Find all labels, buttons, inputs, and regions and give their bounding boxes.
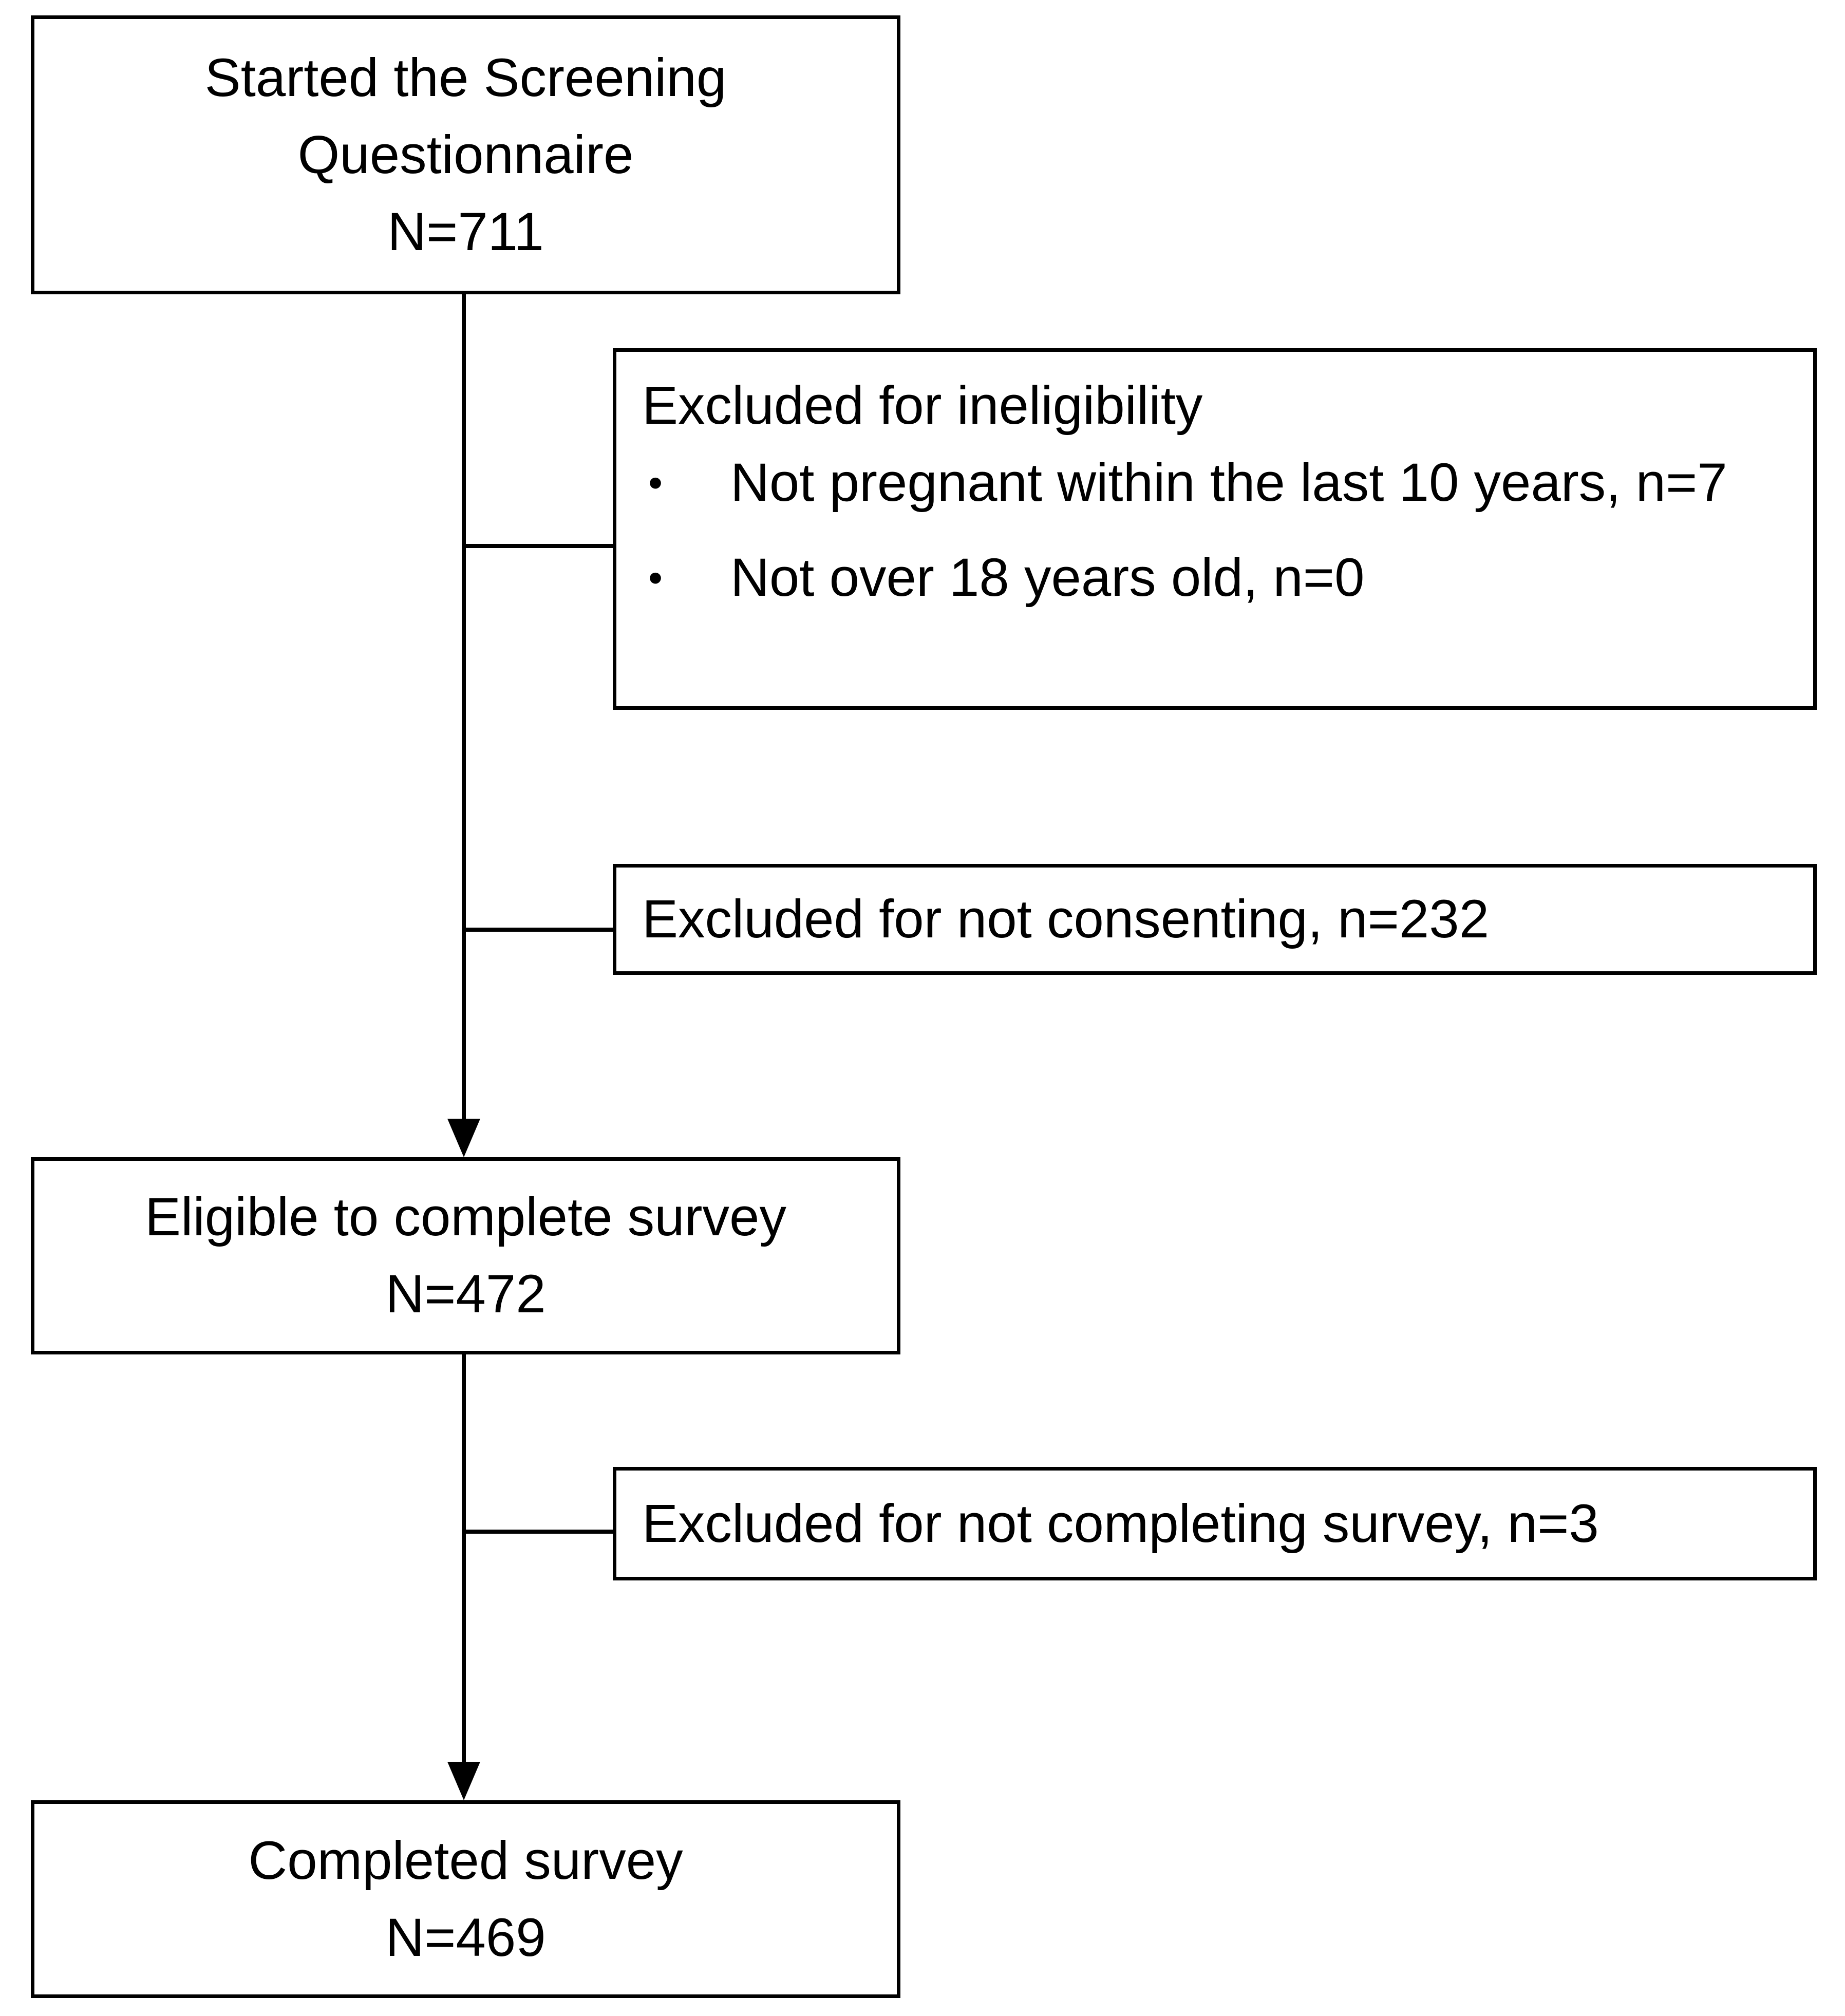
excluded-not-completing-text: Excluded for not completing survey, n=3 bbox=[642, 1493, 1599, 1554]
box-completed: Completed survey N=469 bbox=[31, 1800, 900, 1998]
box-excluded-not-completing: Excluded for not completing survey, n=3 bbox=[613, 1467, 1817, 1580]
box-started-line-2: Questionnaire bbox=[297, 124, 634, 185]
excluded-ineligibility-title: Excluded for ineligibility bbox=[642, 375, 1203, 436]
ineligibility-bullet-1: Not pregnant within the last 10 years, n… bbox=[730, 453, 1727, 513]
box-eligible-line-1: Eligible to complete survey bbox=[145, 1187, 786, 1247]
connector-branch-not-completing bbox=[464, 1530, 613, 1534]
bullet-icon: • bbox=[648, 460, 663, 505]
ineligibility-bullet-row-2: • Not over 18 years old, n=0 bbox=[642, 539, 1813, 616]
box-eligible: Eligible to complete survey N=472 bbox=[31, 1157, 900, 1354]
connector-branch-not-consenting bbox=[464, 928, 613, 932]
box-excluded-not-consenting: Excluded for not consenting, n=232 bbox=[613, 864, 1817, 975]
arrow-down-icon bbox=[447, 1119, 480, 1157]
ineligibility-bullet-row-1: • Not pregnant within the last 10 years,… bbox=[642, 444, 1813, 521]
box-excluded-ineligibility: Excluded for ineligibility • Not pregnan… bbox=[613, 348, 1817, 710]
box-started-line-1: Started the Screening bbox=[204, 47, 727, 108]
arrow-down-icon bbox=[447, 1762, 480, 1800]
box-started-screening: Started the Screening Questionnaire N=71… bbox=[31, 15, 900, 294]
connector-vertical-top bbox=[462, 294, 466, 1119]
connector-vertical-bottom bbox=[462, 1354, 466, 1762]
box-completed-count: N=469 bbox=[385, 1907, 546, 1968]
box-started-count: N=711 bbox=[387, 201, 544, 262]
ineligibility-bullet-2: Not over 18 years old, n=0 bbox=[730, 548, 1365, 608]
bullet-icon: • bbox=[648, 555, 663, 600]
box-eligible-count: N=472 bbox=[385, 1264, 546, 1324]
connector-branch-ineligibility bbox=[464, 544, 613, 548]
excluded-not-consenting-text: Excluded for not consenting, n=232 bbox=[642, 889, 1490, 949]
box-completed-line-1: Completed survey bbox=[248, 1830, 683, 1891]
